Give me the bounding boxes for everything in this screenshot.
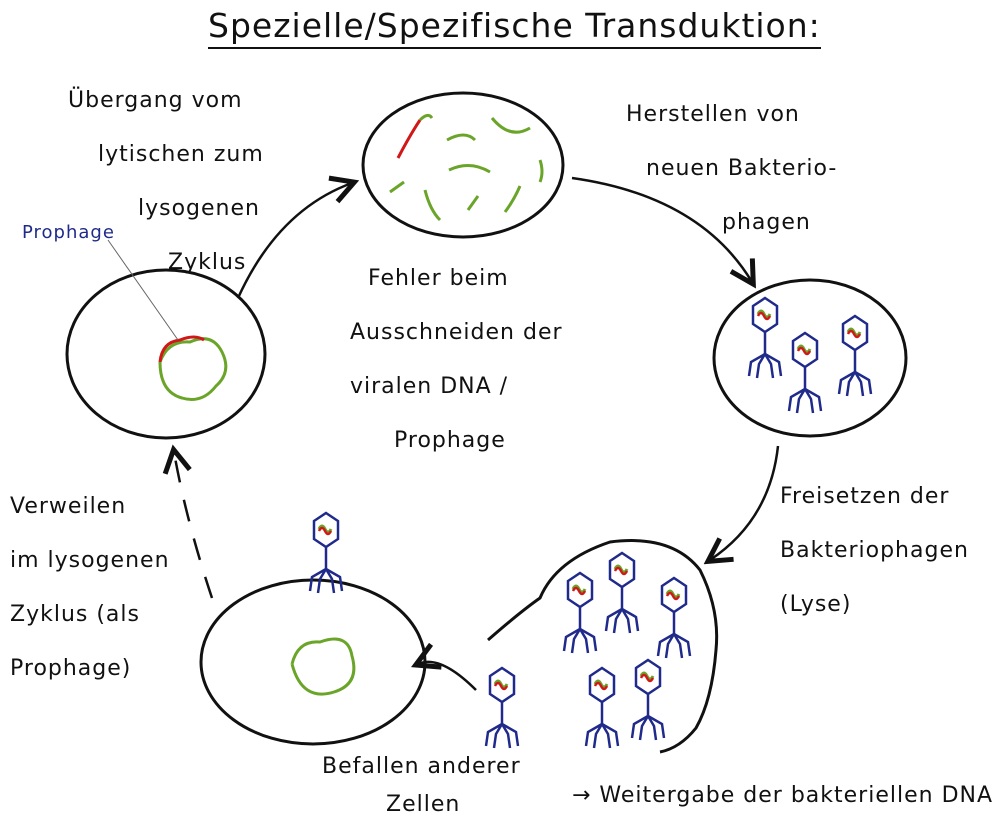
left-cell [65,268,267,440]
label-line: im lysogenen [10,548,170,573]
diagram-title: Spezielle/Spezifische Transduktion: [208,6,821,49]
label-release: Freisetzen der Bakteriophagen (Lyse) [780,470,969,632]
prophage-dna [158,335,205,363]
label-line: Prophage) [10,656,132,681]
label-production: Herstellen von neuen Bakterio- phagen [626,88,837,250]
arrow-dashed-lysogenic [174,452,214,599]
label-remain: Verweilen im lysogenen Zyklus (als Proph… [10,480,170,696]
bacterial-chromosome [158,337,228,401]
dna-fragment [490,117,531,134]
label-line: Fehler beim [368,266,509,291]
top-cell [361,91,565,239]
label-infect: Befallen anderer Zellen [322,748,521,824]
dna-fragment [446,133,477,142]
bacterial-chromosome [290,637,356,696]
label-line: Bakteriophagen [780,538,969,563]
label-line: neuen Bakterio- [646,156,838,181]
dna-fragment [538,159,544,183]
infected-cell [199,578,427,746]
label-transfer: → Weitergabe der bakteriellen DNA [572,783,994,808]
phage-icon [837,314,873,398]
phage-icon [562,571,598,655]
phage-icon [747,296,783,380]
arrow-to-top [236,183,352,299]
label-line: Zellen [386,792,461,817]
dna-fragment [466,195,480,211]
dna-fragment [423,189,442,222]
label-line: Übergang vom [68,88,243,113]
dna-fragment [503,185,522,213]
phage-icon [787,331,823,415]
right-cell [712,278,908,438]
label-line: Herstellen von [626,102,800,127]
label-line: lytischen zum [98,142,264,167]
label-line: Befallen anderer [322,754,521,779]
phage-icon [604,551,640,635]
arrow-to-right [571,176,752,282]
label-line: Zyklus (als [10,602,140,627]
label-line: Freisetzen der [780,484,950,509]
label-prophage: Prophage [22,222,115,243]
phage-icon [584,666,620,750]
phage-icon [630,658,666,742]
dna-fragment [389,180,405,194]
prophage-pointer [107,239,179,341]
label-line: (Lyse) [780,592,852,617]
arrow-to-lysis [710,445,780,560]
label-line: Verweilen [10,494,127,519]
phage-icon [656,576,692,660]
label-line: Ausschneiden der [350,320,563,345]
viral-dna-fragment [396,119,422,159]
label-transition: Übergang vom lytischen zum lysogenen Zyk… [68,74,264,290]
dna-fragment [448,164,491,174]
lysed-cell [487,539,719,754]
label-error: Fehler beim Ausschneiden der viralen DNA… [350,252,563,468]
label-line: lysogenen [138,196,260,221]
label-line: Prophage [394,428,506,453]
label-line: viralen DNA / [350,374,509,399]
phage-icon [484,666,520,750]
arrow-to-infected [418,662,477,691]
label-line: phagen [722,210,811,235]
